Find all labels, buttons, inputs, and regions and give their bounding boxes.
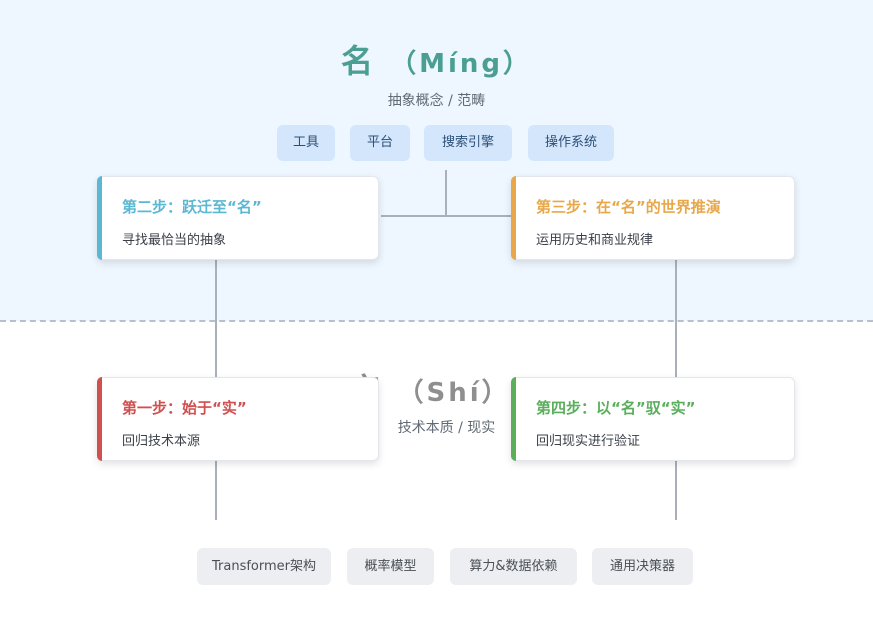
connector-step2-step3 [381,215,511,217]
shi-chip-general-decider: 通用决策器 [592,548,693,585]
ming-chip-search-engine: 搜索引擎 [424,125,512,161]
step1-card: 第一步：始于“实” 回归技术本源 [97,377,379,461]
ming-chip-platform: 平台 [350,125,410,161]
step2-title: 第二步：跃迁至“名” [122,198,262,216]
connector-step4-bottom [675,460,677,520]
ming-title-char: 名 [340,42,376,80]
shi-title-pinyin: （Shí） [397,378,511,408]
step3-title: 第三步：在“名”的世界推演 [536,198,721,216]
step2-accent [97,176,102,260]
step1-accent [97,377,102,461]
ming-title: 名 （Míng） [0,36,873,82]
step4-title: 第四步：以“名”驭“实” [536,399,696,417]
step4-accent [511,377,516,461]
ming-chip-tools: 工具 [277,125,335,161]
connector-step2-step1 [215,260,217,377]
zone-divider [0,320,873,322]
step2-card: 第二步：跃迁至“名” 寻找最恰当的抽象 [97,176,379,260]
connector-step1-bottom [215,460,217,520]
step3-card: 第三步：在“名”的世界推演 运用历史和商业规律 [511,176,795,260]
shi-chip-probability-model: 概率模型 [347,548,434,585]
step3-accent [511,176,516,260]
connector-step3-step4 [675,260,677,377]
connector-chips-vertical [445,170,447,216]
shi-chip-compute-data: 算力&数据依赖 [450,548,577,585]
step2-desc: 寻找最恰当的抽象 [122,233,227,248]
ming-title-pinyin: （Míng） [390,49,533,79]
step3-desc: 运用历史和商业规律 [536,233,654,248]
shi-subtitle: 技术本质 / 现实 [397,420,496,436]
step1-title: 第一步：始于“实” [122,399,247,417]
step1-desc: 回归技术本源 [122,434,201,449]
step4-card: 第四步：以“名”驭“实” 回归现实进行验证 [511,377,795,461]
step4-desc: 回归现实进行验证 [536,434,641,449]
ming-chip-os: 操作系统 [528,125,614,161]
ming-subtitle: 抽象概念 / 范畴 [387,93,486,109]
shi-chip-transformer: Transformer架构 [197,548,331,585]
